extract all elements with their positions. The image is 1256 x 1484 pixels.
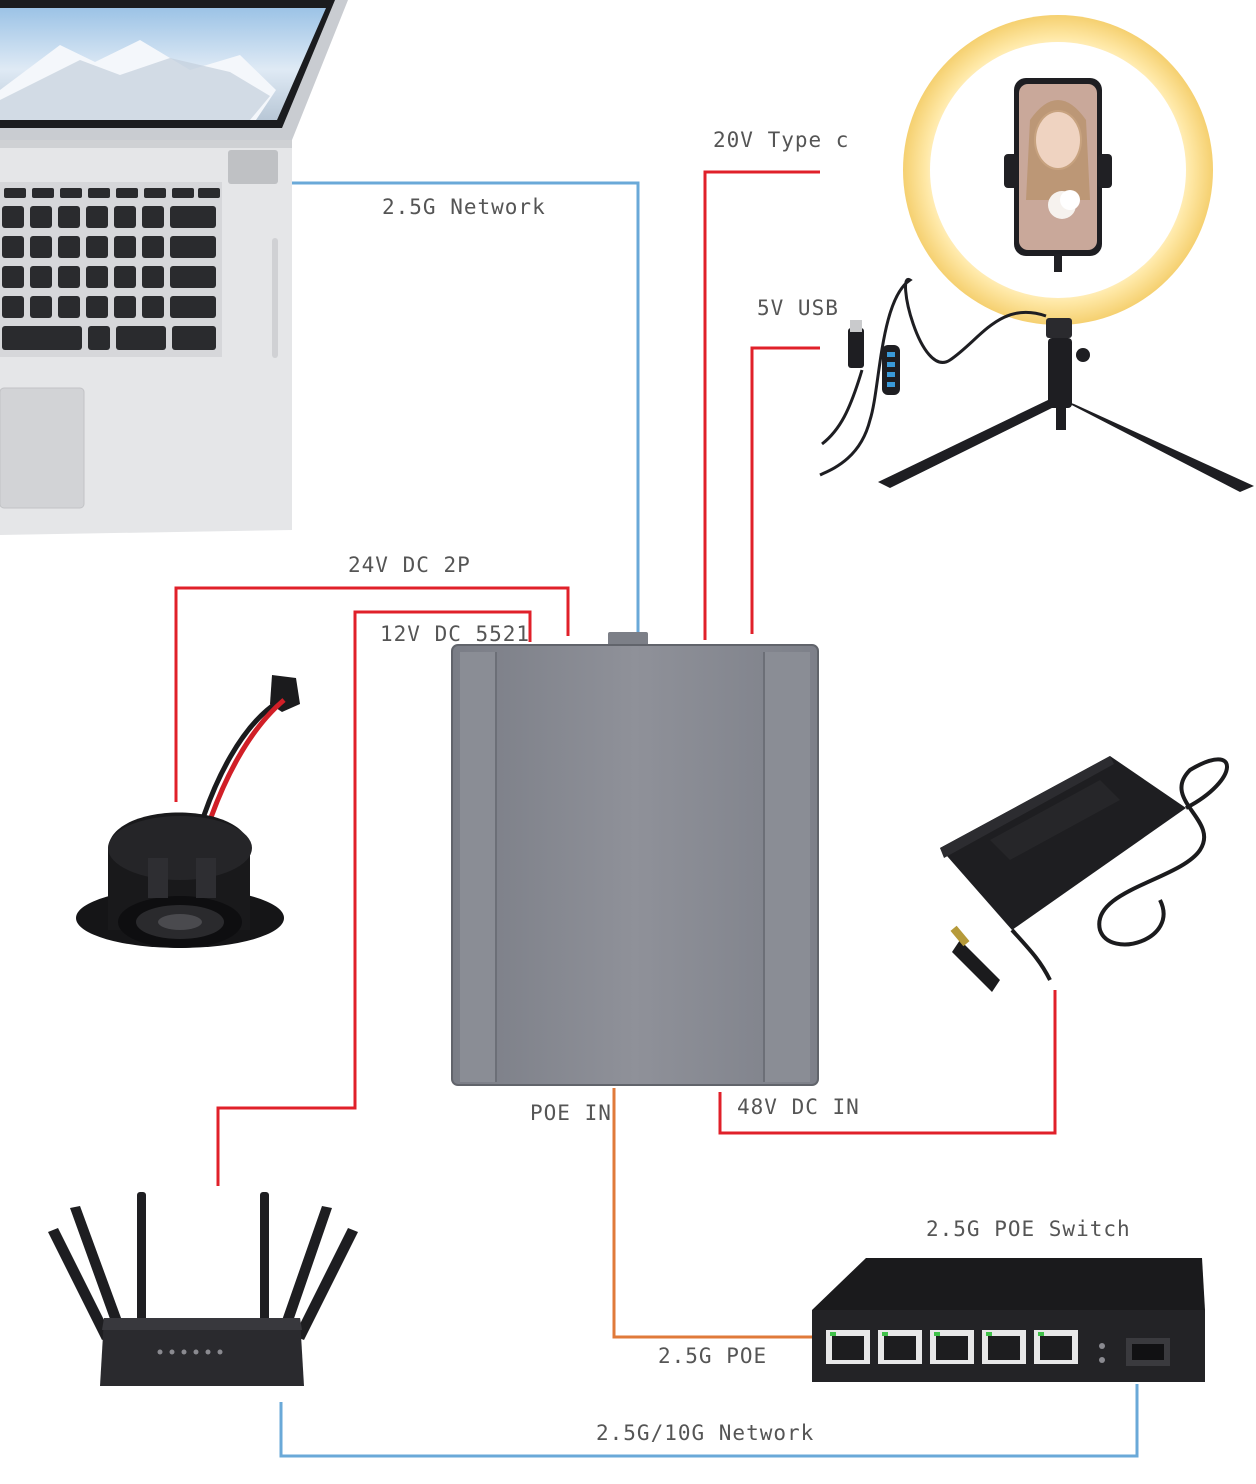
label-12v-dc-5521: 12V DC 5521 [380,622,531,646]
label-2-5g-poe-switch: 2.5G POE Switch [926,1217,1131,1241]
label-2-5g-network: 2.5G Network [382,195,546,219]
label-48v-dc-in: 48V DC IN [737,1095,860,1119]
line-poe-in [612,1088,815,1339]
laptop-icon [0,0,348,535]
line-2-5g-network [290,181,640,638]
ring-light-icon [819,15,1254,492]
router-icon [48,1192,358,1386]
label-24v-dc-2p: 24V DC 2P [348,553,471,577]
label-20v-type-c: 20V Type c [713,128,850,152]
line-24v-dc-2p [174,586,570,802]
connection-lines [174,170,1139,1458]
line-20v-type-c [703,170,820,640]
converter-box-icon [451,632,819,1086]
line-12v-dc-5521 [216,610,532,1186]
poe-switch-icon [812,1258,1205,1382]
speaker-icon [76,675,300,948]
line-5v-usb [750,346,820,634]
line-48v-dc-in [718,990,1057,1135]
label-poe-in: POE IN [530,1101,612,1125]
power-adapter-icon [940,756,1229,992]
label-2-5g-10g-network: 2.5G/10G Network [596,1421,815,1445]
label-2-5g-poe: 2.5G POE [658,1344,768,1368]
line-2-5g-10g-network [279,1384,1139,1458]
label-5v-usb: 5V USB [757,296,839,320]
